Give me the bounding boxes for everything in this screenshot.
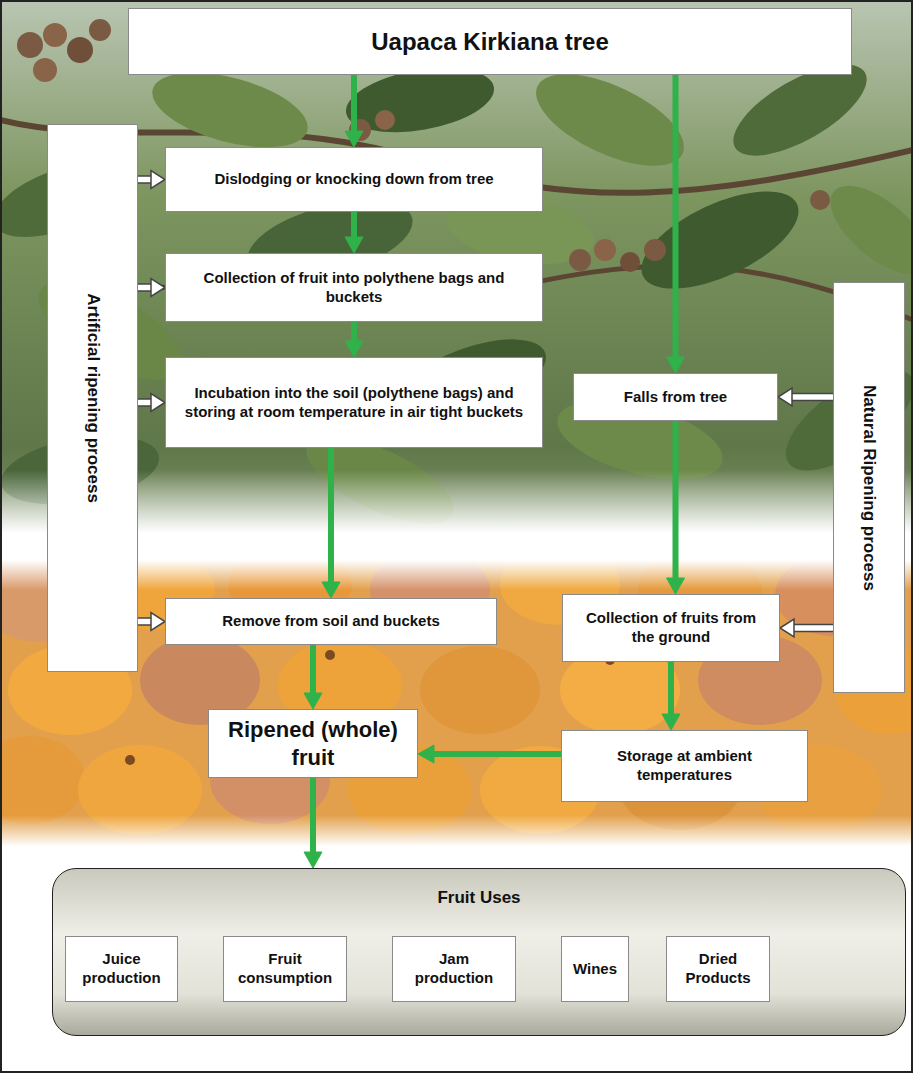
ripe-fruit-photo [420, 646, 540, 734]
use-box: Dried Products [666, 936, 770, 1002]
node-text: Collection of fruit into polythene bags … [176, 269, 532, 307]
connector [778, 388, 833, 406]
flow-arrow [310, 778, 316, 858]
fruit-cluster [594, 239, 616, 261]
connector [780, 619, 833, 637]
connector [304, 645, 322, 709]
fruit-cluster [33, 58, 57, 82]
hollow-arrow [788, 625, 833, 631]
flow-arrow [328, 448, 334, 588]
leaf-photo [628, 171, 813, 308]
photo-fade [0, 815, 913, 860]
use-box: Juice production [65, 936, 178, 1002]
node-text: Fruit consumption [234, 950, 336, 988]
arrow-head [304, 693, 322, 709]
process-box: Collection of fruits from the ground [562, 594, 780, 662]
fruit-cluster [810, 190, 830, 210]
title-box: Uapaca Kirkiana tree [128, 8, 852, 75]
connector [345, 212, 363, 253]
flow-arrow [673, 75, 679, 363]
ripe-fruit-photo [325, 650, 335, 660]
uses-panel: Fruit UsesJuice production Fruit consumpt… [52, 868, 906, 1036]
fruit-cluster [89, 19, 111, 41]
hollow-arrow [786, 394, 833, 400]
fruit-cluster [17, 32, 43, 58]
node-text: Ripened (whole) fruit [219, 716, 407, 771]
node-text: Juice production [76, 950, 167, 988]
arrow-head [151, 613, 165, 631]
ripe-fruit-photo [125, 755, 135, 765]
arrow-head [780, 619, 794, 637]
node-text: Natural Ripening process [858, 385, 879, 591]
node-text: Dislodging or knocking down from tree [214, 170, 493, 189]
side-label-box: Artificial ripening process [47, 124, 138, 672]
fruit-cluster [569, 249, 591, 271]
connector [138, 279, 165, 297]
node-text: Artificial ripening process [82, 293, 103, 503]
ripe-fruit-photo [0, 736, 85, 824]
leaf-photo [816, 170, 913, 290]
flow-arrow [668, 662, 674, 720]
fruit-cluster [67, 37, 93, 63]
node-text: Uapaca Kirkiana tree [371, 27, 608, 57]
arrow-outline [786, 393, 833, 402]
fruit-cluster [375, 110, 395, 130]
use-box: Jam production [392, 936, 516, 1002]
connector [345, 75, 363, 147]
arrow-head [151, 394, 165, 412]
arrow-head [667, 578, 685, 594]
node-text: Wines [573, 960, 617, 979]
arrow-head [778, 388, 792, 406]
result-box: Ripened (whole) fruit [208, 709, 418, 778]
arrow-head [345, 341, 363, 357]
connector [138, 171, 165, 189]
node-text: Dried Products [677, 950, 759, 988]
connector [322, 448, 340, 598]
connector [667, 75, 685, 373]
arrow-head [345, 237, 363, 253]
arrow-head [151, 171, 165, 189]
node-text: Storage at ambient temperatures [572, 747, 797, 785]
fruit-cluster [620, 252, 640, 272]
connector [138, 394, 165, 412]
use-box: Fruit consumption [223, 936, 347, 1002]
connector [345, 322, 363, 357]
fruit-cluster [644, 239, 666, 261]
connector [662, 662, 680, 730]
arrow-head [151, 279, 165, 297]
node-text: Falls from tree [624, 388, 727, 407]
process-box: Remove from soil and buckets [165, 598, 497, 645]
photo-fade [0, 860, 913, 1073]
flow-arrow [673, 421, 679, 584]
arrow-head [667, 357, 685, 373]
connector [138, 613, 165, 631]
arrow-head [418, 745, 434, 763]
flow-arrow [428, 751, 561, 757]
side-label-box: Natural Ripening process [833, 282, 905, 693]
flow-arrow [310, 645, 316, 699]
arrow-head [345, 131, 363, 147]
node-text: Jam production [403, 950, 505, 988]
arrow-head [304, 852, 322, 868]
flow-arrow [351, 75, 357, 137]
connector [418, 745, 561, 763]
process-box: Storage at ambient temperatures [561, 730, 808, 802]
node-text: Remove from soil and buckets [222, 612, 440, 631]
node-text: Collection of fruits from the ground [573, 609, 769, 647]
node-text: Incubation into the soil (polythene bags… [176, 384, 532, 422]
arrow-head [662, 714, 680, 730]
connector [667, 421, 685, 594]
connector [304, 778, 322, 868]
process-box: Falls from tree [573, 373, 778, 421]
process-box: Incubation into the soil (polythene bags… [165, 357, 543, 448]
node-text: Fruit Uses [437, 887, 520, 908]
arrow-outline [788, 624, 833, 633]
fruit-cluster [43, 23, 67, 47]
process-box: Dislodging or knocking down from tree [165, 147, 543, 212]
use-box: Wines [561, 936, 629, 1002]
arrow-head [322, 582, 340, 598]
process-box: Collection of fruit into polythene bags … [165, 253, 543, 322]
